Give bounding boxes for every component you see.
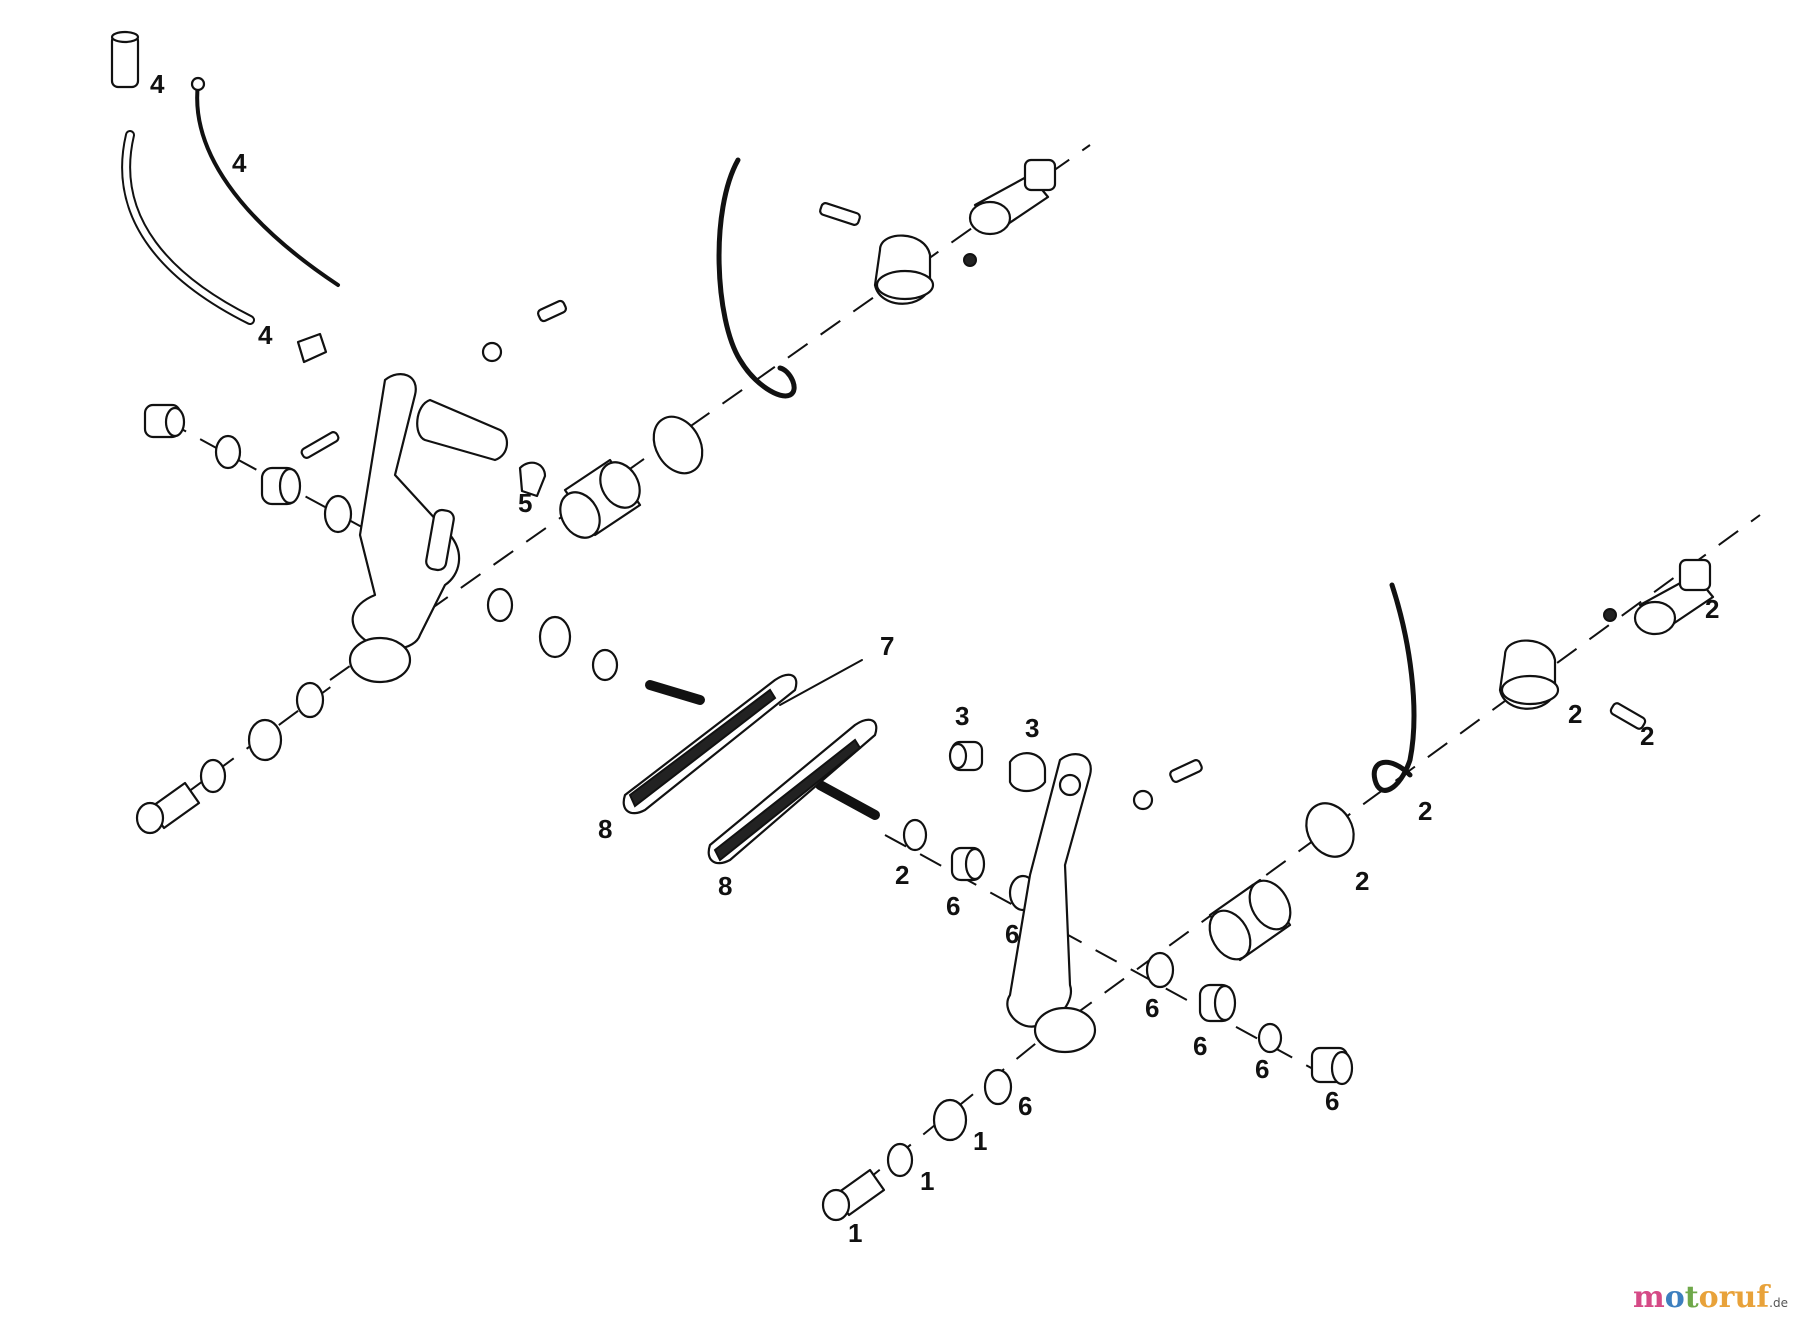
- left-arm-linkage: [416, 398, 508, 462]
- left-main-washer: [652, 415, 704, 475]
- left-main-bushing: [559, 458, 642, 539]
- right-pivot-washer-b: [1257, 1022, 1283, 1054]
- label-6-f: 6: [1255, 1054, 1269, 1084]
- right-bolt-washer-b: [932, 1098, 968, 1142]
- label-1-a: 6: [1018, 1091, 1032, 1121]
- right-pivot-spacer: [1198, 983, 1237, 1023]
- left-pivot-spacer: [260, 466, 302, 506]
- left-pivot-washer-a: [214, 434, 242, 470]
- leader-line-7: [779, 659, 863, 706]
- label-2-a: 2: [1705, 594, 1719, 624]
- right-mounting-bolt: [821, 1168, 886, 1222]
- label-5: 5: [518, 488, 532, 518]
- label-8-a: 8: [598, 814, 612, 844]
- left-mounting-bolt: [135, 781, 201, 835]
- upper-brake-pad: [622, 673, 798, 815]
- left-bolt-washer-a: [295, 681, 325, 719]
- right-cable-guide: [1633, 558, 1715, 636]
- right-bolt-washer-c: [886, 1142, 914, 1178]
- left-clamp-bolt: [819, 202, 861, 226]
- label-6-e: 6: [1193, 1031, 1207, 1061]
- label-8-b: 8: [718, 871, 732, 901]
- part-labels: 4 4 4 5 7 8 8 3 3 2 2 2 2 2 2 6 6 6 6 6 …: [150, 69, 1719, 1248]
- left-link-cover: [518, 461, 547, 498]
- left-pivot-bushing-cap: [143, 403, 186, 439]
- left-guide-screw: [963, 253, 977, 267]
- cable-end-cap: [296, 332, 328, 364]
- left-pivot-axis: [164, 419, 451, 576]
- left-cable-guide: [968, 158, 1057, 236]
- left-spring-wire: [716, 157, 797, 399]
- label-6-d: 6: [1145, 993, 1159, 1023]
- left-bolt-washer-c: [199, 758, 227, 794]
- label-6-g: 6: [1325, 1086, 1339, 1116]
- label-2-b: 2: [1568, 699, 1582, 729]
- label-6-c: 6: [1005, 919, 1019, 949]
- upper-assembly-axis: [329, 144, 1091, 681]
- right-guide-screw: [1603, 608, 1617, 622]
- label-6-a: 2: [895, 860, 909, 890]
- pad-adjuster-washer: [1008, 752, 1047, 793]
- left-top-screw: [536, 299, 568, 323]
- right-spring-wire: [1371, 582, 1417, 793]
- left-arm-pin: [300, 431, 340, 459]
- right-pivot-washer-a: [1145, 951, 1175, 989]
- left-pivot-washer-b: [323, 494, 353, 534]
- label-3-a: 3: [955, 701, 969, 731]
- cable-housing-short: [195, 82, 340, 287]
- label-1-b: 1: [973, 1126, 987, 1156]
- left-bolt-washer-b: [247, 718, 283, 762]
- left-arm-washer-b: [538, 615, 572, 659]
- left-cable-clamp: [873, 234, 935, 305]
- left-arm-washer-a: [486, 587, 514, 623]
- right-pad-washer-a: [902, 818, 928, 852]
- label-4-b: 4: [232, 148, 247, 178]
- label-2-c: 2: [1640, 721, 1654, 751]
- label-6-b: 6: [946, 891, 960, 921]
- watermark-logo: motoruf.de: [1633, 1280, 1788, 1315]
- right-pad-spacer: [950, 846, 986, 882]
- label-1-c: 1: [920, 1166, 934, 1196]
- label-3-b: 3: [1025, 713, 1039, 743]
- label-4-a: 4: [150, 69, 165, 99]
- left-brake-arm: [351, 373, 461, 651]
- left-arm-washer-c: [591, 648, 619, 682]
- right-cable-clamp: [1498, 639, 1560, 710]
- right-clamp-bolt: [1609, 702, 1647, 730]
- pad-adjuster-nut: [948, 740, 984, 772]
- right-pivot-bushing-cap: [1310, 1046, 1354, 1086]
- right-main-washer: [1305, 802, 1355, 858]
- lower-brake-pad: [707, 718, 880, 865]
- cable-ferrule: [190, 76, 206, 92]
- noodle-cap: [110, 30, 140, 89]
- right-arm-pin: [1169, 759, 1203, 783]
- left-small-nut: [481, 341, 503, 363]
- right-bolt-washer-a: [983, 1068, 1013, 1106]
- label-4-c: 4: [258, 320, 273, 350]
- right-main-bushing: [1208, 878, 1292, 962]
- label-7: 7: [880, 631, 894, 661]
- label-2-e: 2: [1355, 866, 1369, 896]
- label-2-d: 2: [1418, 796, 1432, 826]
- right-small-nut: [1132, 789, 1154, 811]
- label-1-d: 1: [848, 1218, 862, 1248]
